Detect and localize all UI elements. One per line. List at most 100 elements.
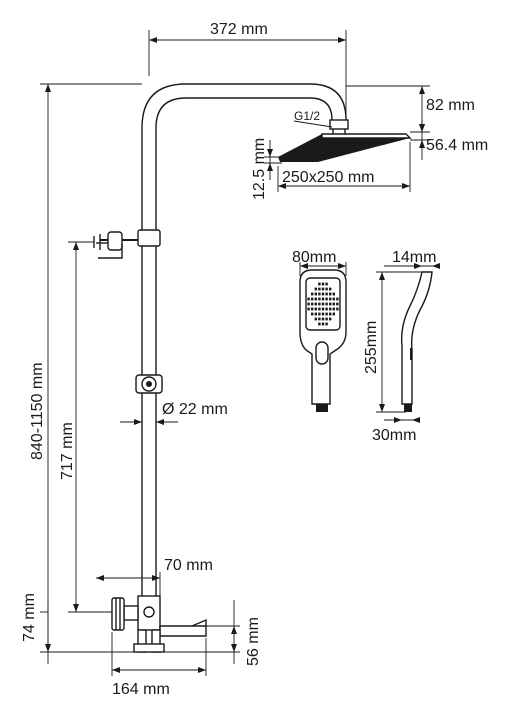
slider-knob <box>135 374 163 394</box>
dim-head-size <box>277 142 411 192</box>
nozzle-dot <box>321 282 325 286</box>
nozzle-dot <box>314 312 317 316</box>
leader-connector <box>293 120 333 128</box>
nozzle-dot <box>311 302 314 306</box>
dim-spout-offset <box>96 572 161 596</box>
hand-shower-nozzles <box>307 282 339 326</box>
nozzle-dot <box>325 307 328 311</box>
nozzle-dot <box>318 317 321 321</box>
label-head-drop: 82 mm <box>426 97 475 114</box>
nozzle-dot <box>329 307 332 311</box>
nozzle-dot <box>314 297 317 301</box>
dim-head-thickness <box>264 140 282 180</box>
nozzle-dot <box>321 287 325 291</box>
label-arm-length: 372 mm <box>210 21 268 38</box>
dim-head-drop <box>346 85 430 133</box>
label-pipe-diameter: Ø 22 mm <box>162 401 228 418</box>
nozzle-dot <box>332 292 335 296</box>
label-spout-height: 56 mm <box>245 617 262 666</box>
dim-hand-width <box>299 262 347 276</box>
nozzle-dot <box>329 317 332 321</box>
nozzle-dot <box>325 317 328 321</box>
dim-hand-depth-top <box>384 263 440 269</box>
nozzle-dot <box>329 302 332 306</box>
dim-hand-length <box>376 271 424 413</box>
nozzle-dot <box>318 302 321 306</box>
nozzle-dot <box>332 297 335 301</box>
nozzle-dot <box>325 312 328 316</box>
hand-shower-holder <box>93 229 161 259</box>
nozzle-dot <box>321 312 325 316</box>
nozzle-dot <box>318 307 321 311</box>
nozzle-dot <box>311 312 314 316</box>
nozzle-dot <box>329 297 332 301</box>
riser-pipe <box>141 83 349 600</box>
rain-shower-head <box>278 133 412 162</box>
label-total-height: 840-1150 mm <box>29 362 46 460</box>
nozzle-dot <box>311 297 314 301</box>
nozzle-dot <box>318 312 321 316</box>
nozzle-dot <box>318 282 321 286</box>
nozzle-dot <box>336 297 339 301</box>
nozzle-dot <box>318 287 321 291</box>
label-hand-depth-top: 14mm <box>392 249 436 266</box>
label-hand-length: 255mm <box>363 321 380 374</box>
nozzle-dot <box>332 307 335 311</box>
nozzle-dot <box>321 307 325 311</box>
label-head-height: 56.4 mm <box>426 137 488 154</box>
mixer-body <box>111 595 207 653</box>
nozzle-dot <box>332 312 335 316</box>
label-hand-width: 80mm <box>292 249 336 266</box>
label-spout-offset: 70 mm <box>164 557 213 574</box>
nozzle-dot <box>321 322 325 326</box>
dim-hand-depth-bottom <box>384 417 420 423</box>
label-hand-depth-bottom: 30mm <box>372 427 416 444</box>
nozzle-dot <box>311 292 314 296</box>
nozzle-dot <box>325 292 328 296</box>
label-head-size: 250x250 mm <box>282 169 375 186</box>
nozzle-dot <box>314 307 317 311</box>
dim-spout-height <box>164 600 240 664</box>
label-holder-height: 717 mm <box>59 422 76 480</box>
nozzle-dot <box>321 317 325 321</box>
nozzle-dot <box>329 292 332 296</box>
nozzle-dot <box>329 287 332 291</box>
nozzle-dot <box>307 297 310 301</box>
nozzle-dot <box>321 297 325 301</box>
dim-head-height <box>410 120 430 160</box>
nozzle-dot <box>336 302 339 306</box>
label-mixer-width: 164 mm <box>112 681 170 698</box>
label-head-thickness: 12.5 mm <box>251 138 268 200</box>
nozzle-dot <box>318 292 321 296</box>
nozzle-dot <box>325 287 328 291</box>
dim-total-height <box>40 83 142 653</box>
nozzle-dot <box>318 297 321 301</box>
nozzle-dot <box>307 302 310 306</box>
dim-arm-length <box>148 30 347 116</box>
nozzle-dot <box>307 307 310 311</box>
nozzle-dot <box>314 287 317 291</box>
dim-mixer-width <box>111 632 207 676</box>
nozzle-dot <box>314 292 317 296</box>
nozzle-dot <box>321 302 325 306</box>
nozzle-dot <box>336 307 339 311</box>
hand-shower-front <box>299 269 347 412</box>
nozzle-dot <box>329 312 332 316</box>
dim-pipe-diameter <box>120 419 178 425</box>
hand-shower-side <box>400 271 433 412</box>
dim-holder-height <box>68 241 112 613</box>
nozzle-dot <box>325 322 328 326</box>
nozzle-dot <box>321 292 325 296</box>
nozzle-dot <box>314 317 317 321</box>
label-connector: G1/2 <box>294 109 320 123</box>
label-mixer-height: 74 mm <box>21 593 38 642</box>
nozzle-dot <box>325 282 328 286</box>
nozzle-dot <box>325 302 328 306</box>
nozzle-dot <box>332 302 335 306</box>
nozzle-dot <box>314 302 317 306</box>
dim-mixer-height <box>40 600 49 664</box>
nozzle-dot <box>325 297 328 301</box>
nozzle-dot <box>311 307 314 311</box>
